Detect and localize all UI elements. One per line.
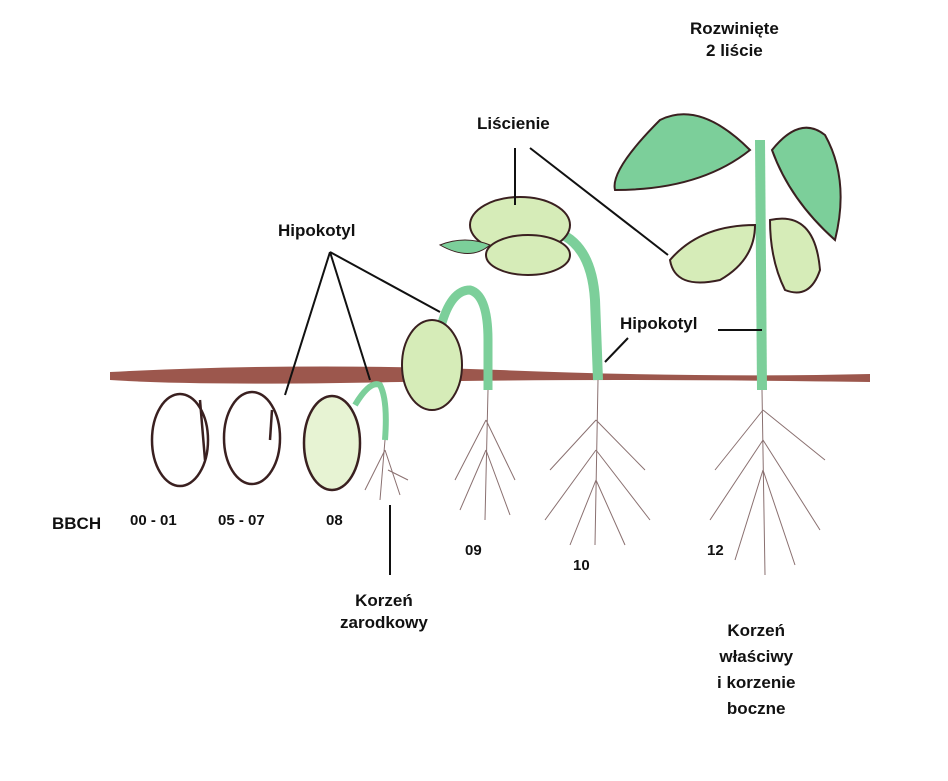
label-line: Korzeń [727, 621, 786, 640]
seedling-10 [438, 196, 651, 546]
seed-00-01 [150, 392, 210, 488]
label-line: 2 liście [706, 41, 763, 60]
seed-05-07 [222, 390, 282, 486]
label-line: zarodkowy [340, 613, 428, 632]
bbch-stage-00-01: 00 - 01 [130, 512, 177, 529]
label-line: boczne [726, 699, 786, 718]
label-developed-leaves: Rozwinięte 2 liście [690, 18, 779, 62]
bbch-stage-05-07: 05 - 07 [218, 512, 265, 529]
label-hypocotyl-left: Hipokotyl [278, 221, 356, 240]
label-line: Korzeń [355, 591, 413, 610]
label-line: Rozwinięte [690, 19, 779, 38]
label-cotyledons: Liścienie [477, 114, 550, 133]
label-radicle: Korzeń zarodkowy [340, 590, 428, 634]
label-line: właściwy [719, 647, 794, 666]
bbch-stage-08: 08 [326, 512, 343, 529]
seedling-09 [401, 285, 516, 521]
label-true-root: Korzeń właściwy i korzenie boczne [717, 618, 795, 722]
label-hypocotyl-right: Hipokotyl [620, 314, 698, 333]
seedling-12 [613, 113, 842, 576]
bbch-stage-09: 09 [465, 542, 482, 559]
leader-lines [284, 147, 762, 575]
seed-08 [302, 381, 409, 501]
bbch-title: BBCH [52, 514, 102, 533]
label-line: i korzenie [717, 673, 796, 692]
bbch-stage-12: 12 [707, 542, 724, 559]
bbch-stage-10: 10 [573, 557, 590, 574]
